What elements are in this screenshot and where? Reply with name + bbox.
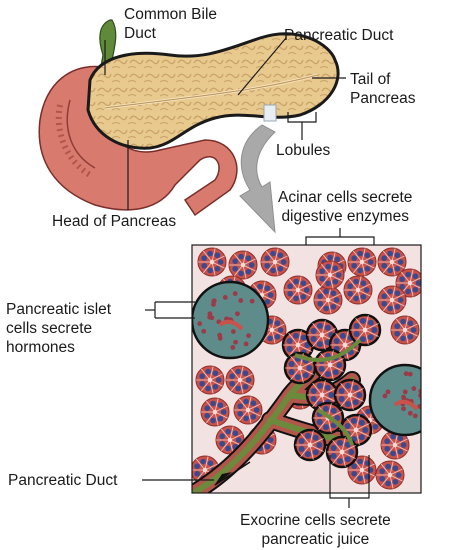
exocrine-cells-label: Exocrine cells secrete pancreatic juice (240, 511, 391, 549)
acinus (344, 276, 372, 304)
acinus (316, 261, 344, 289)
acinus (295, 430, 325, 460)
acinus (201, 398, 229, 426)
acinus (284, 276, 312, 304)
lobules-label: Lobules (276, 141, 330, 160)
pancreatic-islet (370, 365, 440, 435)
acinus (261, 248, 289, 276)
acinus (350, 315, 380, 345)
acinus (314, 286, 342, 314)
acinus (348, 248, 376, 276)
pancreatic-duct-top-label: Pancreatic Duct (284, 26, 393, 45)
acinus (378, 286, 406, 314)
magnify-arrow (240, 125, 275, 232)
pancreatic-duct-bottom-label: Pancreatic Duct (8, 471, 117, 490)
tissue-sample (264, 105, 276, 121)
pancreatic-islet (192, 282, 268, 358)
acinus (234, 396, 262, 424)
acinus (376, 461, 404, 489)
tail-of-pancreas-label: Tail of Pancreas (350, 70, 415, 108)
common-bile-duct-label: Common Bile Duct (124, 5, 217, 43)
acinus (226, 366, 254, 394)
pancreas-shape (88, 34, 338, 148)
magnified-view (190, 245, 440, 495)
acinus (196, 366, 224, 394)
acinus (391, 316, 419, 344)
acinus (198, 248, 226, 276)
acinar-cells-label: Acinar cells secrete digestive enzymes (278, 188, 412, 226)
acinus (335, 380, 365, 410)
islet-cells-label: Pancreatic islet cells secrete hormones (6, 300, 111, 357)
head-of-pancreas-label: Head of Pancreas (52, 212, 176, 231)
acinus (229, 251, 257, 279)
